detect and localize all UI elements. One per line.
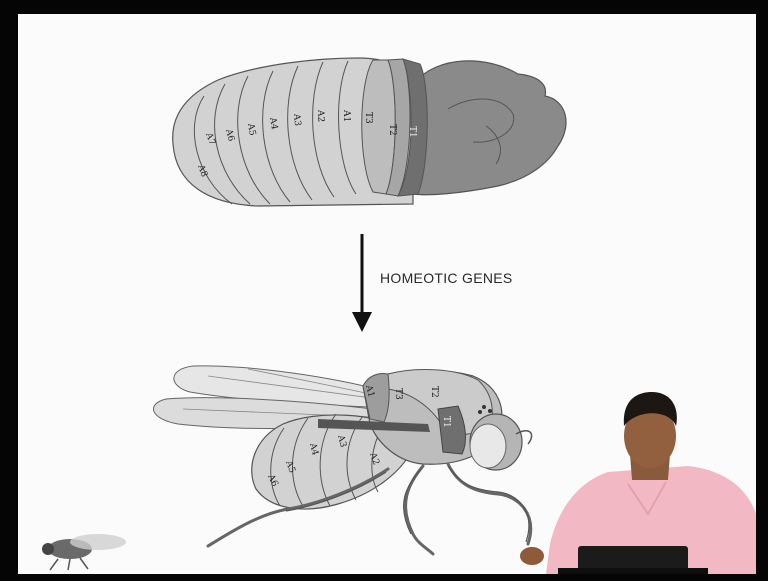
homeotic-genes-caption: HOMEOTIC GENES xyxy=(380,270,513,286)
embryo-diagram: A8 A7 A6 A5 A4 A3 A2 A1 T3 T2 T1 xyxy=(173,58,566,206)
down-arrow-icon xyxy=(352,234,372,332)
fly-segment-t1 xyxy=(438,406,465,454)
embryo-label-a3: A3 xyxy=(291,112,302,126)
adult-fly-diagram: A1 T3 T2 T1 A2 A3 A4 A5 A6 xyxy=(154,366,532,554)
embryo-head xyxy=(413,61,566,195)
embryo-label-a2: A2 xyxy=(315,109,325,123)
lecture-slide: A8 A7 A6 A5 A4 A3 A2 A1 T3 T2 T1 xyxy=(18,14,756,574)
embryo-label-t3: T3 xyxy=(363,112,373,124)
fly-label-t3: T3 xyxy=(393,388,403,400)
embryo-label-t2: T2 xyxy=(387,124,397,136)
fly-label-t1: T1 xyxy=(441,416,451,428)
fly-label-t2: T2 xyxy=(429,386,439,398)
embryo-label-t1: T1 xyxy=(407,126,417,138)
diagram-canvas: A8 A7 A6 A5 A4 A3 A2 A1 T3 T2 T1 xyxy=(18,14,756,574)
small-fly-photo xyxy=(42,534,126,570)
embryo-label-a1: A1 xyxy=(341,109,351,122)
fly-eye xyxy=(470,424,506,468)
lecturer-video-overlay xyxy=(520,392,756,574)
